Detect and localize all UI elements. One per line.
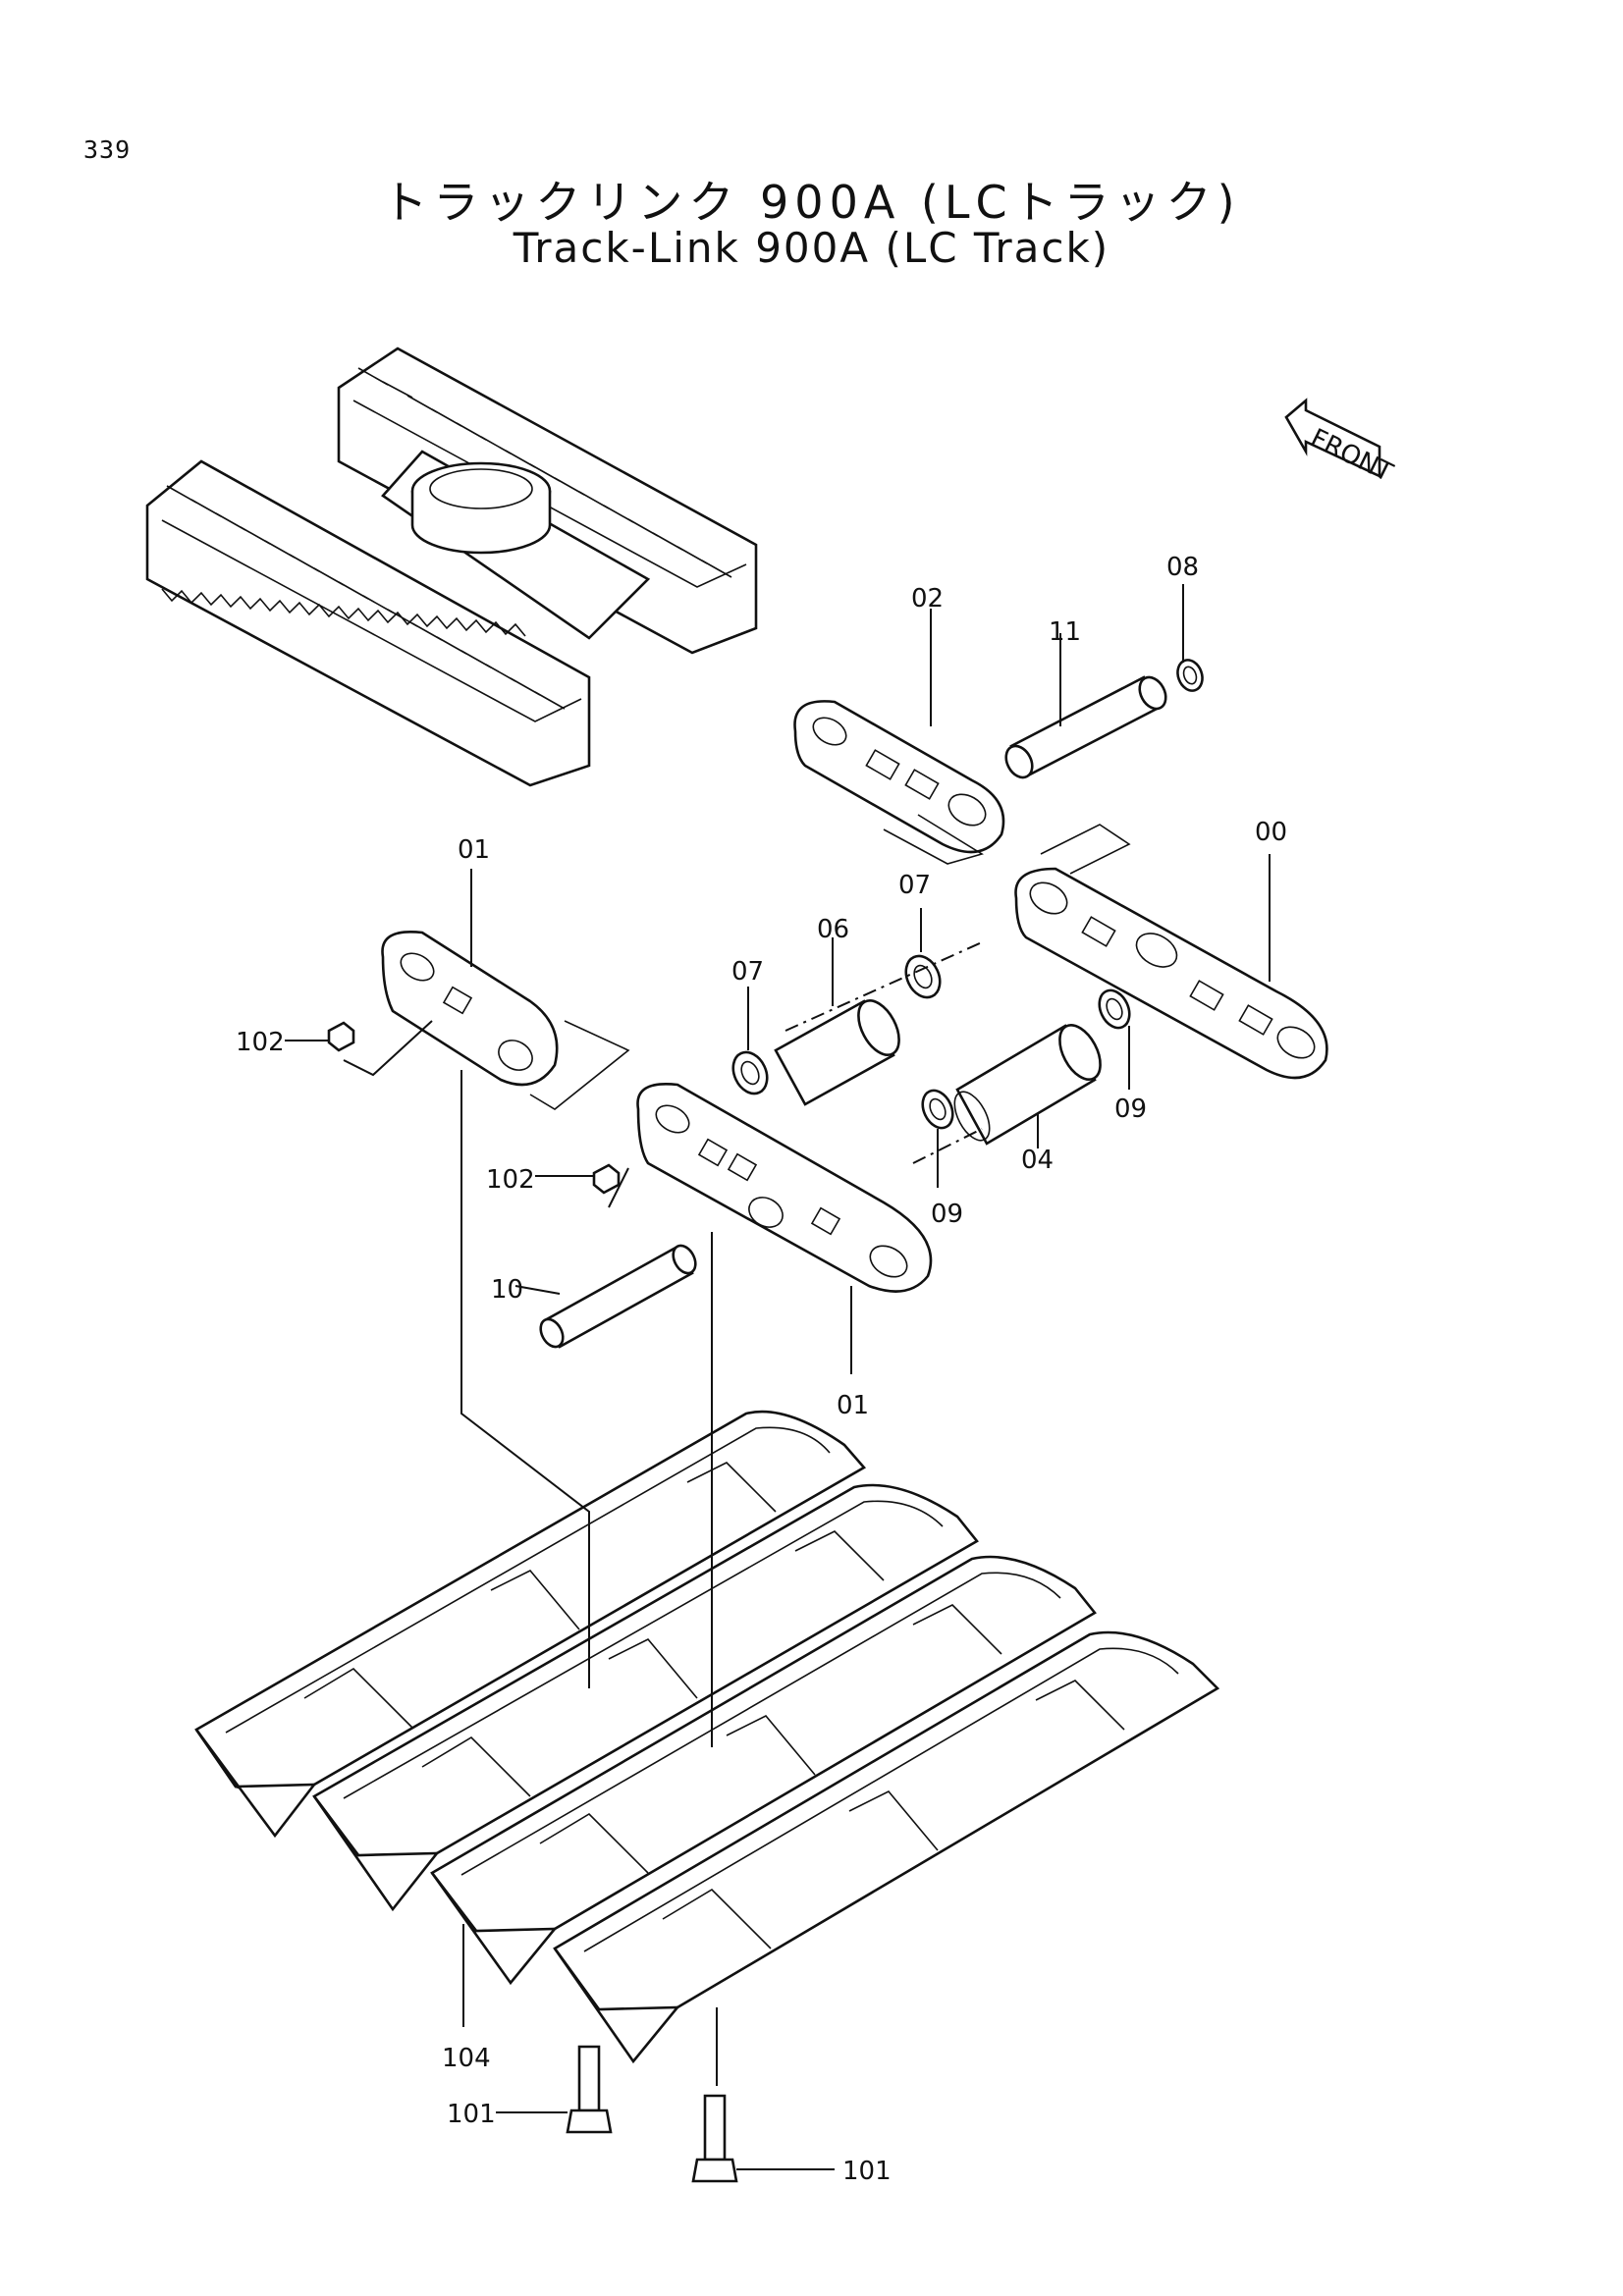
callout-11: 11 (1049, 617, 1081, 647)
track-link-00 (1014, 824, 1328, 1080)
bolt-101-left (566, 2045, 613, 2134)
pin-11 (1004, 675, 1167, 779)
callout-104: 104 (442, 2044, 491, 2073)
callout-101-left: 101 (447, 2100, 496, 2129)
callout-09-left: 09 (931, 1200, 963, 1229)
callout-102-middle: 102 (486, 1165, 535, 1195)
seal-07-right (904, 954, 942, 999)
callout-01-lower: 01 (837, 1391, 869, 1420)
callout-04: 04 (1021, 1146, 1054, 1175)
pin-10 (539, 1244, 697, 1349)
track-shoes-104 (194, 1410, 1220, 2064)
page-title-english: Track-Link 900A (LC Track) (513, 224, 1110, 272)
bushing-04 (953, 1024, 1102, 1146)
ring-08 (1176, 659, 1204, 692)
seal-07-left (731, 1050, 769, 1095)
track-link-02 (793, 700, 1005, 865)
page-number: 339 (83, 135, 132, 164)
nut-102-middle (592, 1163, 621, 1195)
bolt-101-right (691, 2094, 738, 2183)
callout-10: 10 (491, 1275, 523, 1305)
front-direction-arrow: FRONT (1284, 398, 1397, 488)
callout-07-left: 07 (731, 957, 764, 987)
bushing-06 (774, 999, 900, 1106)
link-plate-outline (529, 1020, 630, 1110)
callout-00: 00 (1255, 818, 1287, 847)
callout-08: 08 (1166, 553, 1199, 582)
callout-07-right: 07 (898, 871, 931, 900)
callout-09-right: 09 (1114, 1095, 1147, 1124)
nut-102-upper (327, 1021, 355, 1052)
leader-lines (285, 584, 1271, 2170)
callout-102-upper: 102 (236, 1028, 285, 1057)
callout-labels: 02 11 08 00 01 07 06 07 09 04 09 01 102 … (236, 553, 1287, 2186)
track-link-01-center (636, 1083, 933, 1293)
seal-09-right (1098, 988, 1131, 1030)
callout-06: 06 (817, 915, 849, 944)
callout-02: 02 (911, 584, 944, 614)
seal-09-left (921, 1089, 954, 1130)
undercarriage-overview (145, 347, 758, 787)
callout-01-upper: 01 (458, 835, 490, 865)
track-link-01-upper (381, 931, 559, 1087)
page-title-japanese: トラックリンク 900A (LCトラック) (382, 176, 1241, 229)
callout-101-right: 101 (842, 2157, 892, 2186)
